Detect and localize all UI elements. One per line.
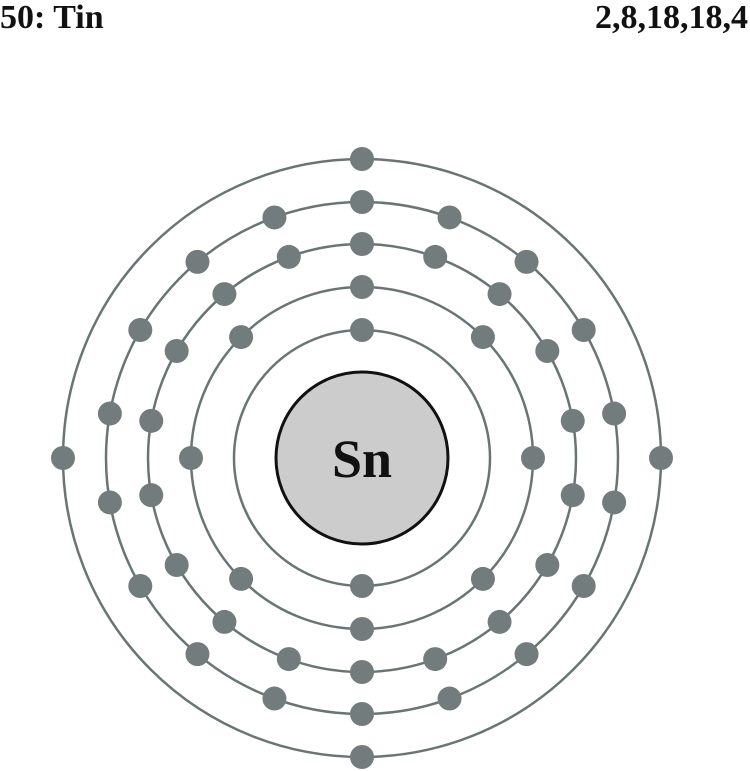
electron-shell-2-5 xyxy=(350,617,374,641)
electron-shell-2-2 xyxy=(470,325,495,350)
electron-shell-3-5 xyxy=(560,408,585,433)
electron-shell-4-11 xyxy=(262,686,287,711)
electron-shell-3-1 xyxy=(350,232,374,256)
electron-shell-5-1 xyxy=(350,147,374,171)
electron-shell-3-12 xyxy=(212,609,237,634)
electron-shell-3-10 xyxy=(350,660,374,684)
electron-shell-4-10 xyxy=(350,702,374,726)
electron-shell-2-8 xyxy=(229,325,254,350)
electron-shell-3-3 xyxy=(487,282,512,307)
electron-shell-3-9 xyxy=(423,647,448,672)
electron-shell-4-12 xyxy=(185,642,210,667)
element-title: 50: Tin xyxy=(0,0,104,36)
electron-shell-4-4 xyxy=(571,318,596,342)
electron-shell-4-17 xyxy=(185,249,210,274)
electron-shell-5-3 xyxy=(350,745,374,769)
header: 50: Tin 2,8,18,18,4 xyxy=(0,0,750,40)
electron-shell-3-2 xyxy=(423,244,448,269)
electron-shell-3-15 xyxy=(139,408,164,433)
electron-shell-4-14 xyxy=(97,490,122,515)
electron-shell-3-16 xyxy=(164,339,189,363)
electron-shell-3-4 xyxy=(535,339,560,363)
electron-shell-3-18 xyxy=(276,244,301,269)
electron-shell-2-6 xyxy=(229,566,254,591)
nucleus: Sn xyxy=(274,370,450,546)
electron-shell-4-8 xyxy=(514,642,539,667)
electron-shell-4-9 xyxy=(437,686,462,711)
electron-shell-4-2 xyxy=(437,205,462,230)
electron-group xyxy=(51,147,673,769)
electron-shell-4-7 xyxy=(571,574,596,598)
electron-shell-3-14 xyxy=(139,483,164,508)
electron-shell-4-3 xyxy=(514,249,539,274)
electron-shell-3-11 xyxy=(276,647,301,672)
electron-shell-3-17 xyxy=(212,282,237,307)
electron-shell-2-3 xyxy=(521,446,545,470)
electron-shell-3-7 xyxy=(535,553,560,577)
nucleus-circle xyxy=(274,370,450,546)
electron-shell-3-13 xyxy=(164,553,189,577)
electron-shell-4-6 xyxy=(602,490,627,515)
electron-shell-4-5 xyxy=(602,401,627,426)
electron-shell-3-8 xyxy=(487,609,512,634)
electron-shell-5-4 xyxy=(51,446,75,470)
electron-shell-4-15 xyxy=(97,401,122,426)
electron-shell-2-4 xyxy=(470,566,495,591)
electron-shell-4-1 xyxy=(350,190,374,214)
electron-shell-5-2 xyxy=(649,446,673,470)
element-symbol: Sn xyxy=(332,429,392,489)
electron-shell-4-16 xyxy=(128,318,153,342)
electron-shell-2-1 xyxy=(350,275,374,299)
electron-configuration: 2,8,18,18,4 xyxy=(595,0,748,36)
electron-shell-4-13 xyxy=(128,574,153,598)
electron-shell-3-6 xyxy=(560,483,585,508)
electron-shell-1-2 xyxy=(350,574,374,598)
electron-shell-1-1 xyxy=(350,318,374,342)
electron-shell-4-18 xyxy=(262,205,287,230)
electron-shell-2-7 xyxy=(179,446,203,470)
